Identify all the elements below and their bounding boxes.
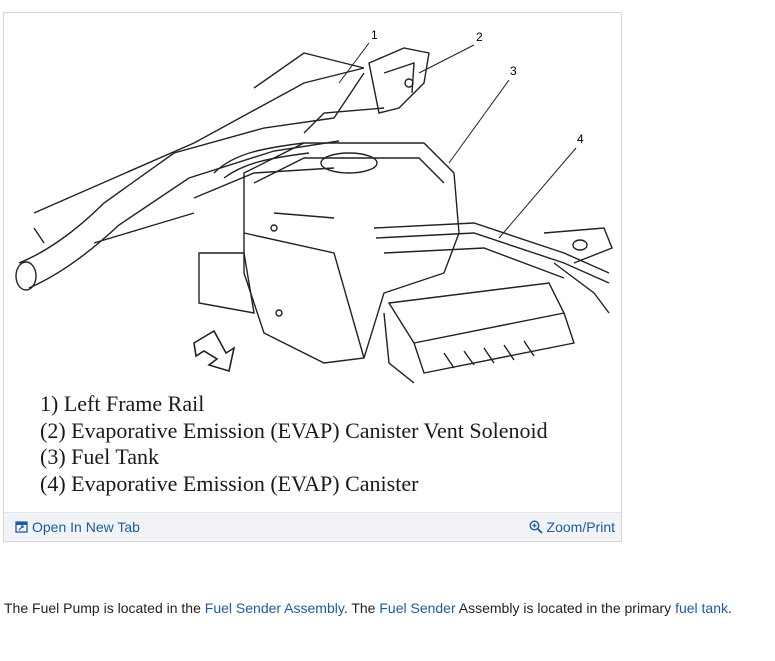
caption-text: The Fuel Pump is located in the [4, 600, 205, 616]
figure-toolbar: Open In New Tab Zoom/Print [4, 512, 621, 541]
zoom-print-link[interactable]: Zoom/Print [529, 519, 615, 535]
fuel-tank-link[interactable]: fuel tank [675, 600, 728, 616]
magnifier-plus-icon [529, 520, 543, 534]
fuel-sender-assembly-link[interactable]: Fuel Sender Assembly [204, 600, 344, 616]
hoses-drawing [213, 107, 610, 284]
legend-item: 1) Left Frame Rail [40, 391, 205, 416]
fuel-tank-drawing [198, 142, 460, 364]
diagram-figure: 1 2 3 4 1) Left Frame Rail (2) Evaporati… [3, 12, 622, 542]
callout-leaders [338, 42, 577, 239]
answer-caption: The Fuel Pump is located in the Fuel Sen… [4, 600, 732, 616]
zoom-print-label: Zoom/Print [546, 519, 615, 535]
caption-text: Assembly is located in the primary [455, 600, 676, 616]
external-window-icon [15, 521, 28, 533]
callout-1: 1 [371, 28, 378, 42]
evap-system-diagram: 1 2 3 4 [15, 28, 613, 384]
callout-4: 4 [577, 132, 584, 146]
callout-2: 2 [476, 30, 483, 44]
fuel-sender-link[interactable]: Fuel Sender [379, 600, 456, 616]
legend-item: (2) Evaporative Emission (EVAP) Canister… [40, 417, 548, 443]
caption-text: . [728, 600, 732, 616]
open-in-new-tab-link[interactable]: Open In New Tab [15, 519, 140, 535]
diagram-legend: 1) Left Frame Rail (2) Evaporative Emiss… [40, 391, 548, 497]
legend-item: (3) Fuel Tank [40, 444, 160, 469]
direction-arrow [193, 329, 236, 373]
legend-item: (4) Evaporative Emission (EVAP) Canister [40, 470, 419, 496]
evap-canister-drawing [383, 282, 575, 384]
rear-frame-drawing [543, 227, 613, 314]
open-in-new-tab-label: Open In New Tab [32, 519, 140, 535]
vent-solenoid-drawing [368, 47, 430, 114]
frame-rail-drawing [15, 52, 365, 291]
callout-3: 3 [510, 64, 517, 78]
caption-text: . The [343, 600, 380, 616]
